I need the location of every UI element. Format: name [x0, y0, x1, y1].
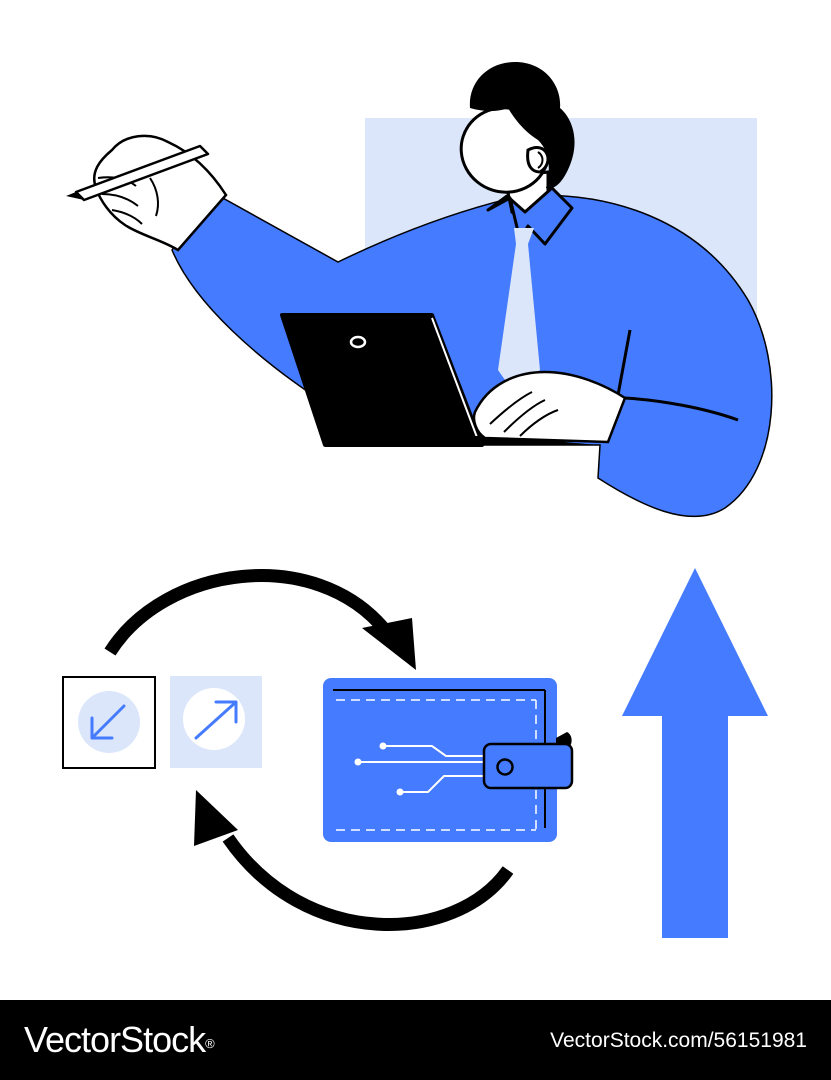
sleeve-seam-line [616, 329, 632, 396]
watermark-brand-text: VectorStock [24, 1019, 206, 1060]
arrow-down-left-icon [62, 676, 156, 769]
watermark-bar: VectorStock® VectorStock.com/56151981 [0, 1000, 831, 1080]
cycle-arrow-top-head [362, 618, 416, 670]
finger-line-2 [101, 193, 139, 207]
man-with-laptop-illustration [66, 62, 773, 518]
pen-icon [66, 144, 210, 202]
swap-cycle-arrows-icon [104, 569, 514, 931]
typing-finger-2 [503, 399, 546, 433]
sleeve-fold-line [624, 396, 739, 422]
man-torso [171, 191, 773, 518]
typing-finger-1 [489, 391, 533, 425]
cycle-arrow-top [104, 569, 391, 656]
watermark-image-id: VectorStock.com/56151981 [550, 1029, 807, 1052]
man-ear-detail [537, 151, 544, 169]
shirt-collar [486, 186, 574, 246]
typing-finger-3 [519, 409, 559, 437]
circuit-lines [358, 745, 492, 793]
cycle-arrow-bottom-head [194, 790, 238, 846]
finger-line-3 [111, 209, 143, 225]
up-arrow-icon [622, 568, 768, 938]
cycle-arrow-bottom [222, 834, 514, 931]
thumb-line [149, 177, 159, 217]
watermark-brand: VectorStock® [24, 1018, 215, 1062]
digital-wallet-icon [323, 678, 574, 842]
registered-mark: ® [205, 1036, 215, 1051]
man-tie [498, 228, 540, 390]
arrow-up-right-icon [170, 676, 262, 768]
illustration-canvas [62, 62, 773, 938]
man-ear [526, 146, 550, 174]
wallet-clasp [482, 742, 574, 790]
